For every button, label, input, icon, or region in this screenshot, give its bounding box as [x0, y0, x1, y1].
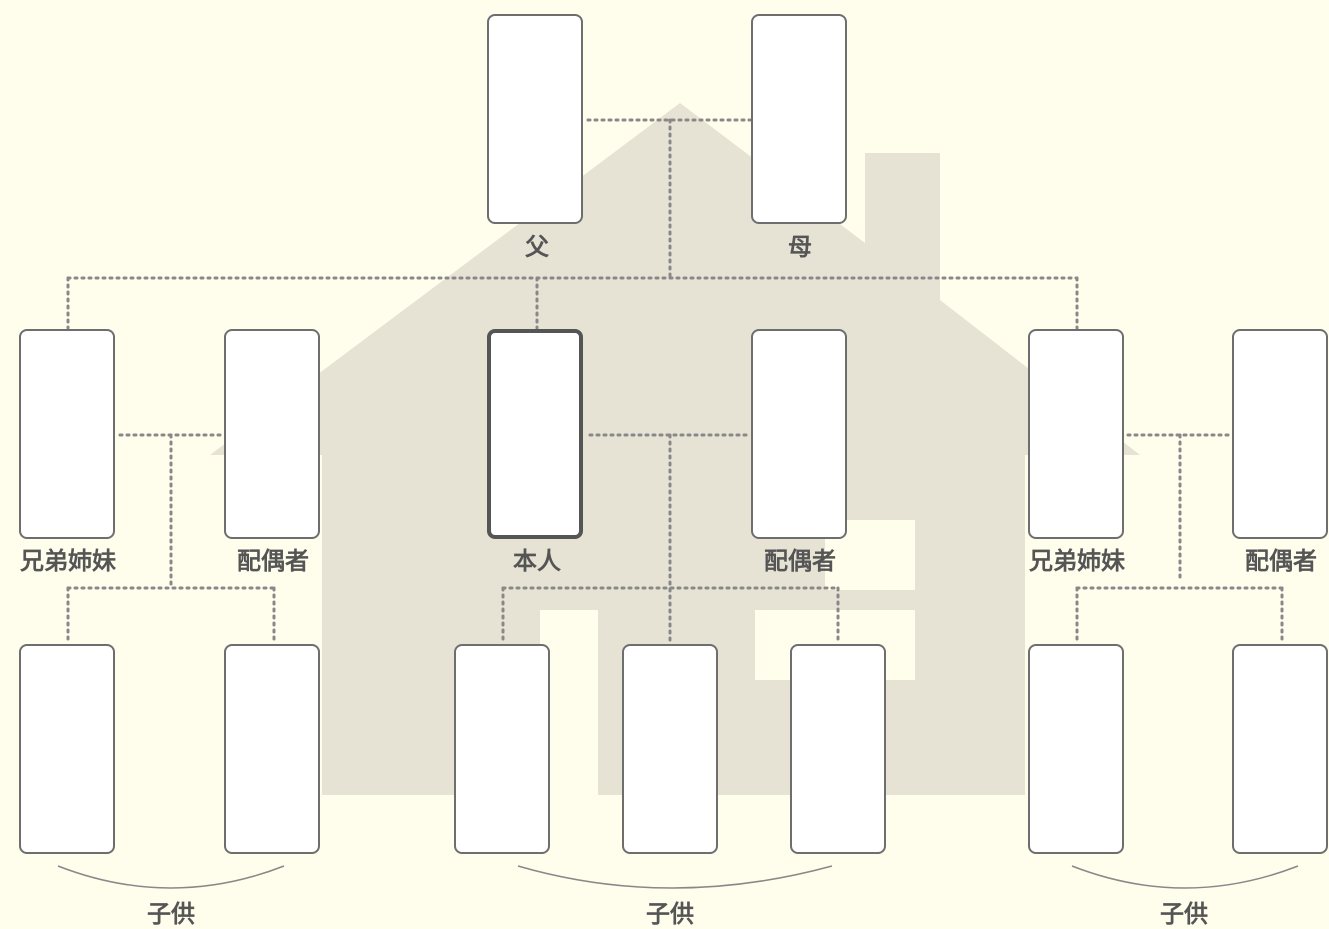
children-bracket-left	[57, 865, 285, 889]
children-bracket-center	[517, 865, 833, 889]
children-center-label: 子供	[646, 900, 694, 928]
spouse-left-card[interactable]	[224, 329, 320, 539]
mother-label: 母	[788, 233, 812, 261]
spouse-left-label: 配偶者	[237, 547, 309, 575]
child-center-2-card[interactable]	[622, 644, 718, 854]
spouse-right-label: 配偶者	[1245, 547, 1317, 575]
connector-lines	[66, 118, 1284, 644]
child-right-2-card[interactable]	[1232, 644, 1328, 854]
children-brackets	[57, 865, 1299, 889]
sibling-right-label: 兄弟姉妹	[1029, 547, 1125, 575]
children-left-label: 子供	[147, 900, 195, 928]
child-center-1-card[interactable]	[454, 644, 550, 854]
children-bracket-right	[1071, 865, 1299, 889]
child-center-3-card[interactable]	[790, 644, 886, 854]
sibling-right-card[interactable]	[1028, 329, 1124, 539]
child-left-1-card[interactable]	[19, 644, 115, 854]
self-card[interactable]	[487, 329, 583, 539]
sibling-left-card[interactable]	[19, 329, 115, 539]
father-label: 父	[525, 233, 549, 261]
child-left-2-card[interactable]	[224, 644, 320, 854]
sibling-left-label: 兄弟姉妹	[20, 547, 116, 575]
father-card[interactable]	[487, 14, 583, 224]
spouse-self-card[interactable]	[751, 329, 847, 539]
spouse-self-label: 配偶者	[764, 547, 836, 575]
spouse-right-card[interactable]	[1232, 329, 1328, 539]
child-right-1-card[interactable]	[1028, 644, 1124, 854]
mother-card[interactable]	[751, 14, 847, 224]
children-right-label: 子供	[1160, 900, 1208, 928]
self-label: 本人	[513, 547, 561, 575]
